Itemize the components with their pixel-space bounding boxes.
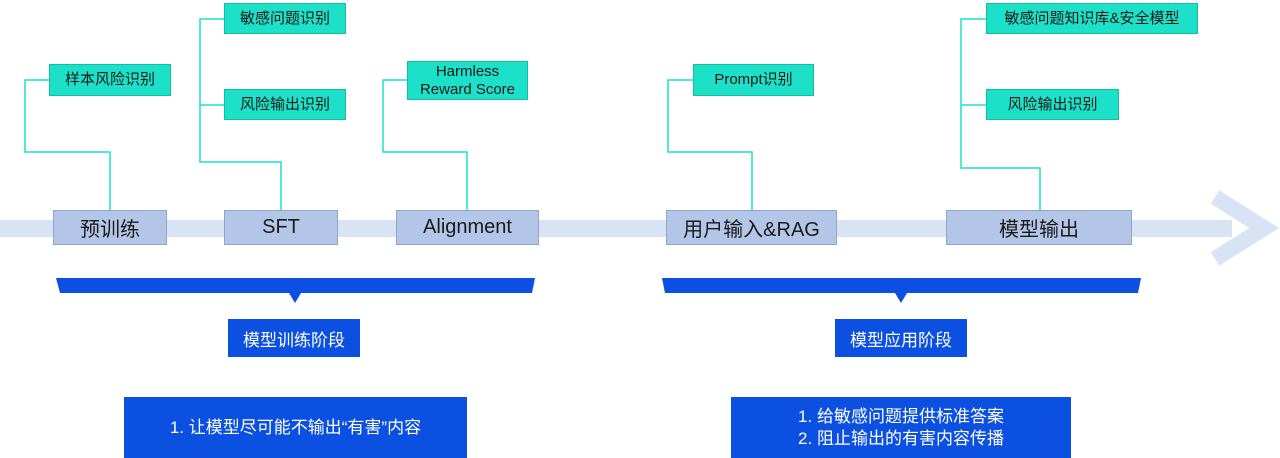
- harmless-line-2: Reward Score: [419, 80, 516, 98]
- timeline-arrow-head: [1210, 190, 1279, 266]
- label-prompt-recognition: Prompt识别: [693, 64, 814, 96]
- connector-user-input: [667, 79, 753, 210]
- connector-sft: [199, 18, 282, 210]
- label-risk-output-sft: 风险输出识别: [224, 89, 346, 120]
- harmless-line-1: Harmless: [435, 62, 500, 80]
- stage-user-input: 用户输入&RAG: [666, 210, 837, 245]
- goal-training-line-1: 1. 让模型尽可能不输出“有害”内容: [169, 417, 422, 437]
- label-risk-output-model: 风险输出识别: [986, 89, 1119, 120]
- goal-application: 1. 给敏感问题提供标准答案 2. 阻止输出的有害内容传播: [731, 397, 1071, 458]
- label-sensitive-question: 敏感问题识别: [224, 3, 346, 34]
- stage-sft: SFT: [224, 210, 338, 245]
- phase-application: 模型应用阶段: [835, 319, 967, 357]
- label-sample-risk: 样本风险识别: [49, 64, 171, 96]
- label-harmless-reward: Harmless Reward Score: [407, 61, 528, 100]
- goal-training: 1. 让模型尽可能不输出“有害”内容: [124, 397, 467, 458]
- brace-training: [56, 278, 535, 303]
- goal-application-line-1: 1. 给敏感问题提供标准答案: [798, 406, 1004, 426]
- stage-pretrain: 预训练: [53, 210, 167, 245]
- brace-application: [662, 278, 1141, 303]
- label-knowledge-base: 敏感问题知识库&安全模型: [986, 3, 1198, 34]
- stage-model-output: 模型输出: [946, 210, 1132, 245]
- connector-model-output: [960, 18, 1041, 210]
- connector-pretrain: [24, 79, 111, 210]
- goal-application-line-2: 2. 阻止输出的有害内容传播: [798, 428, 1004, 448]
- connector-alignment: [382, 79, 468, 210]
- stage-alignment: Alignment: [396, 210, 539, 245]
- phase-training: 模型训练阶段: [228, 319, 360, 357]
